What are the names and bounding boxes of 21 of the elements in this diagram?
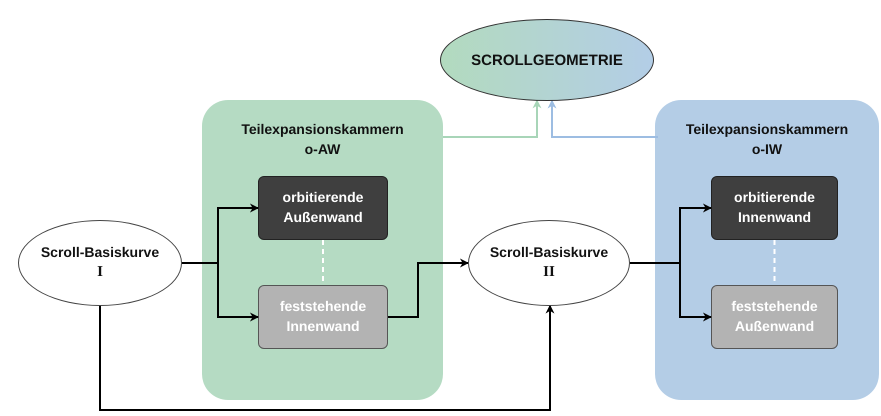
node-label: Scroll-Basiskurve <box>490 242 608 262</box>
group-panel <box>202 100 443 400</box>
node-label: orbitierende Innenwand <box>733 188 816 227</box>
roman-numeral: I <box>97 263 103 282</box>
node-label: Scroll-Basiskurve <box>40 242 160 262</box>
process-box <box>258 176 388 240</box>
arrow <box>99 304 554 411</box>
process-box <box>258 285 388 349</box>
arrow <box>548 100 658 138</box>
arrow <box>388 258 469 318</box>
process-box <box>711 176 838 240</box>
node-label: feststehende Außenwand <box>730 297 819 336</box>
node-label: SCROLLGEOMETRIE <box>471 50 623 70</box>
group-title: Teilexpansionskammern o-AW <box>240 120 405 159</box>
node-label: feststehende Innenwand <box>278 297 368 336</box>
process-box <box>711 285 838 349</box>
node-label: orbitierende Außenwand <box>282 188 364 227</box>
roman-numeral: II <box>543 263 555 282</box>
arrow <box>443 99 542 138</box>
group-title: Teilexpansionskammern o-IW <box>684 120 850 159</box>
group-panel <box>655 100 879 400</box>
